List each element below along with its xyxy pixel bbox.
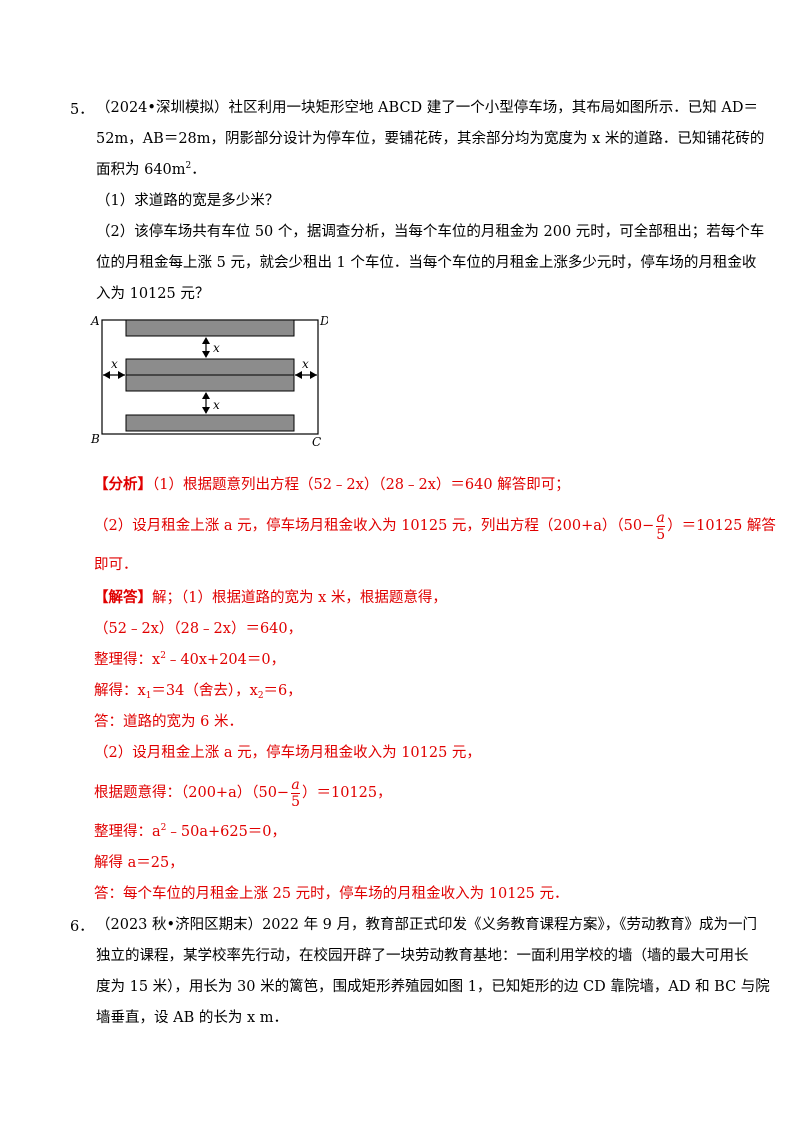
label-x-left: x	[111, 357, 118, 371]
question-5-number: 5．	[70, 102, 94, 118]
label-x-bottom: x	[213, 398, 220, 412]
analysis-tag: 【分析】	[94, 476, 152, 493]
label-B: B	[90, 432, 100, 446]
answer-solve-1: 解得：x1＝34（舍去），x2＝6，	[94, 683, 302, 701]
q5-subquestion-2-line2: 位的月租金每上涨 5 元，就会少租出 1 个车位．当每个车位的月租金上涨多少元时…	[96, 255, 757, 271]
parking-strip-top	[125, 319, 295, 337]
arrowhead	[202, 351, 210, 358]
analysis-line2: （2）设月租金上涨 a 元，停车场月租金收入为 10125 元，列出方程（200…	[94, 509, 776, 543]
q6-stem-line3: 度为 15 米），用长为 30 米的篱笆，围成矩形养殖园如图 1，已知矩形的边 …	[96, 979, 770, 995]
answer-part-2: （2）设月租金上涨 a 元，停车场月租金收入为 10125 元，	[94, 745, 481, 761]
question-6-number: 6．	[70, 919, 94, 935]
q6-stem-line4: 墙垂直，设 AB 的长为 x m．	[96, 1010, 288, 1026]
q5-stem-line2: 52m，AB＝28m，阴影部分设计为停车位，要铺花砖，其余部分均为宽度为 x 米…	[96, 131, 765, 147]
answer-line1: 【解答】解；（1）根据道路的宽为 x 米，根据题意得，	[94, 589, 447, 606]
answer-solve-2: 解得 a＝25，	[94, 855, 184, 871]
answer-result-2: 答：每个车位的月租金上涨 25 元时，停车场的月租金收入为 10125 元．	[94, 886, 569, 902]
arrowhead	[202, 337, 210, 344]
q5-stem-line1: （2024•深圳模拟）社区利用一块矩形空地 ABCD 建了一个小型停车场，其布局…	[96, 100, 758, 116]
label-x-top: x	[213, 341, 220, 355]
label-C: C	[312, 435, 321, 449]
label-D: D	[319, 314, 328, 328]
answer-simplify-1: 整理得：x2﹣40x+204＝0，	[94, 651, 286, 669]
q6-stem-line1: （2023 秋•济阳区期末）2022 年 9 月，教育部正式印发《义务教育课程方…	[96, 917, 758, 933]
q5-subquestion-2-line3: 入为 10125 元？	[96, 286, 210, 302]
parking-strip-middle-lower	[125, 374, 295, 392]
parking-lot-diagram: A D B C x x x x	[90, 314, 328, 449]
arrowhead	[310, 371, 317, 379]
answer-equation-1: （52﹣2x）（28﹣2x）＝640，	[94, 621, 303, 637]
answer-result-1: 答：道路的宽为 6 米．	[94, 714, 243, 730]
analysis-line1: 【分析】（1）根据题意列出方程（52﹣2x）（28﹣2x）＝640 解答即可；	[94, 476, 570, 493]
arrowhead	[202, 392, 210, 399]
q6-stem-line2: 独立的课程，某学校率先行动，在校园开辟了一块劳动教育基地：一面利用学校的墙（墙的…	[96, 948, 749, 964]
q5-stem-line3: 面积为 640m2．	[96, 161, 206, 179]
answer-simplify-2: 整理得：a2﹣50a+625＝0，	[94, 823, 287, 841]
arrowhead	[202, 407, 210, 414]
arrowhead	[103, 371, 110, 379]
q5-subquestion-1: （1）求道路的宽是多少米？	[96, 193, 280, 209]
q5-subquestion-2-line1: （2）该停车场共有车位 50 个，据调查分析，当每个车位的月租金为 200 元时…	[96, 224, 765, 240]
analysis-line3: 即可．	[94, 557, 138, 573]
parking-strip-bottom	[125, 414, 295, 432]
label-x-right: x	[302, 357, 309, 371]
parking-strip-middle-upper	[125, 358, 295, 376]
label-A: A	[90, 314, 100, 328]
arrowhead	[118, 371, 125, 379]
arrowhead	[295, 371, 302, 379]
answer-tag: 【解答】	[94, 589, 152, 606]
